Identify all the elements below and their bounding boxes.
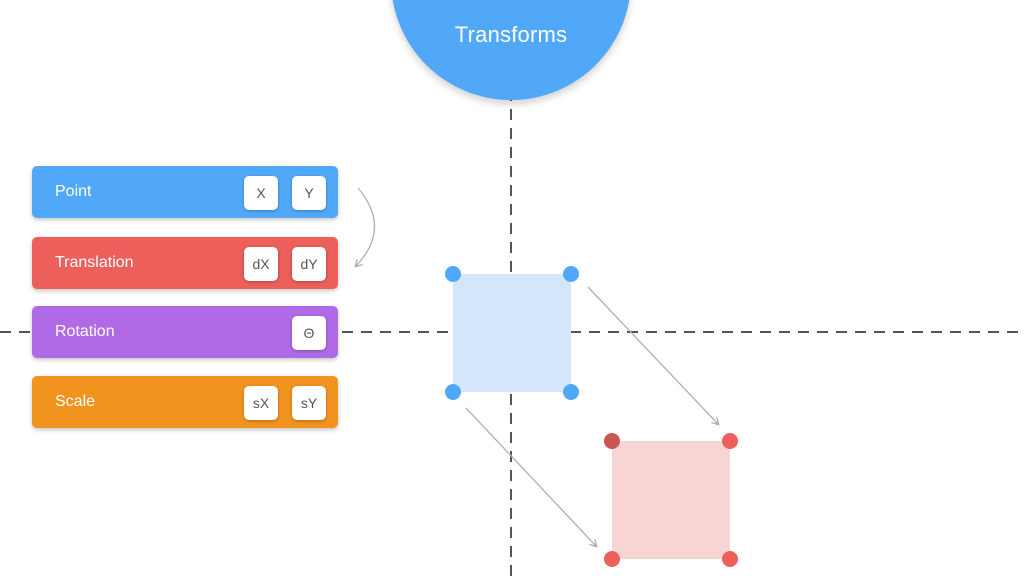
point-card[interactable]: Point X Y [32, 166, 338, 218]
target-handle-top-left[interactable] [604, 433, 620, 449]
arrow-bottom-left [465, 407, 596, 546]
scale-sx-chip[interactable]: sX [244, 386, 278, 420]
scale-sy-chip[interactable]: sY [292, 386, 326, 420]
source-handle-top-right[interactable] [563, 266, 579, 282]
source-square [453, 274, 571, 392]
scale-label: Scale [55, 393, 96, 410]
source-handle-bottom-left[interactable] [445, 384, 461, 400]
source-handle-bottom-right[interactable] [563, 384, 579, 400]
translation-dx-chip[interactable]: dX [244, 247, 278, 281]
point-y-chip[interactable]: Y [292, 176, 326, 210]
arrow-top-right [587, 286, 718, 424]
scale-card[interactable]: Scale sX sY [32, 376, 338, 428]
curved-arrow [356, 187, 376, 266]
rotation-label: Rotation [55, 323, 115, 340]
target-square [612, 441, 730, 559]
point-label: Point [55, 183, 92, 200]
translation-dy-chip[interactable]: dY [292, 247, 326, 281]
rotation-theta-chip[interactable]: Θ [292, 316, 326, 350]
translation-label: Translation [55, 254, 134, 271]
point-x-chip[interactable]: X [244, 176, 278, 210]
target-handle-top-right[interactable] [722, 433, 738, 449]
rotation-card[interactable]: Rotation Θ [32, 306, 338, 358]
page-title: Transforms [454, 22, 568, 47]
target-handle-bottom-left[interactable] [604, 551, 620, 567]
target-handle-bottom-right[interactable] [722, 551, 738, 567]
translation-card[interactable]: Translation dX dY [32, 237, 338, 289]
source-handle-top-left[interactable] [445, 266, 461, 282]
